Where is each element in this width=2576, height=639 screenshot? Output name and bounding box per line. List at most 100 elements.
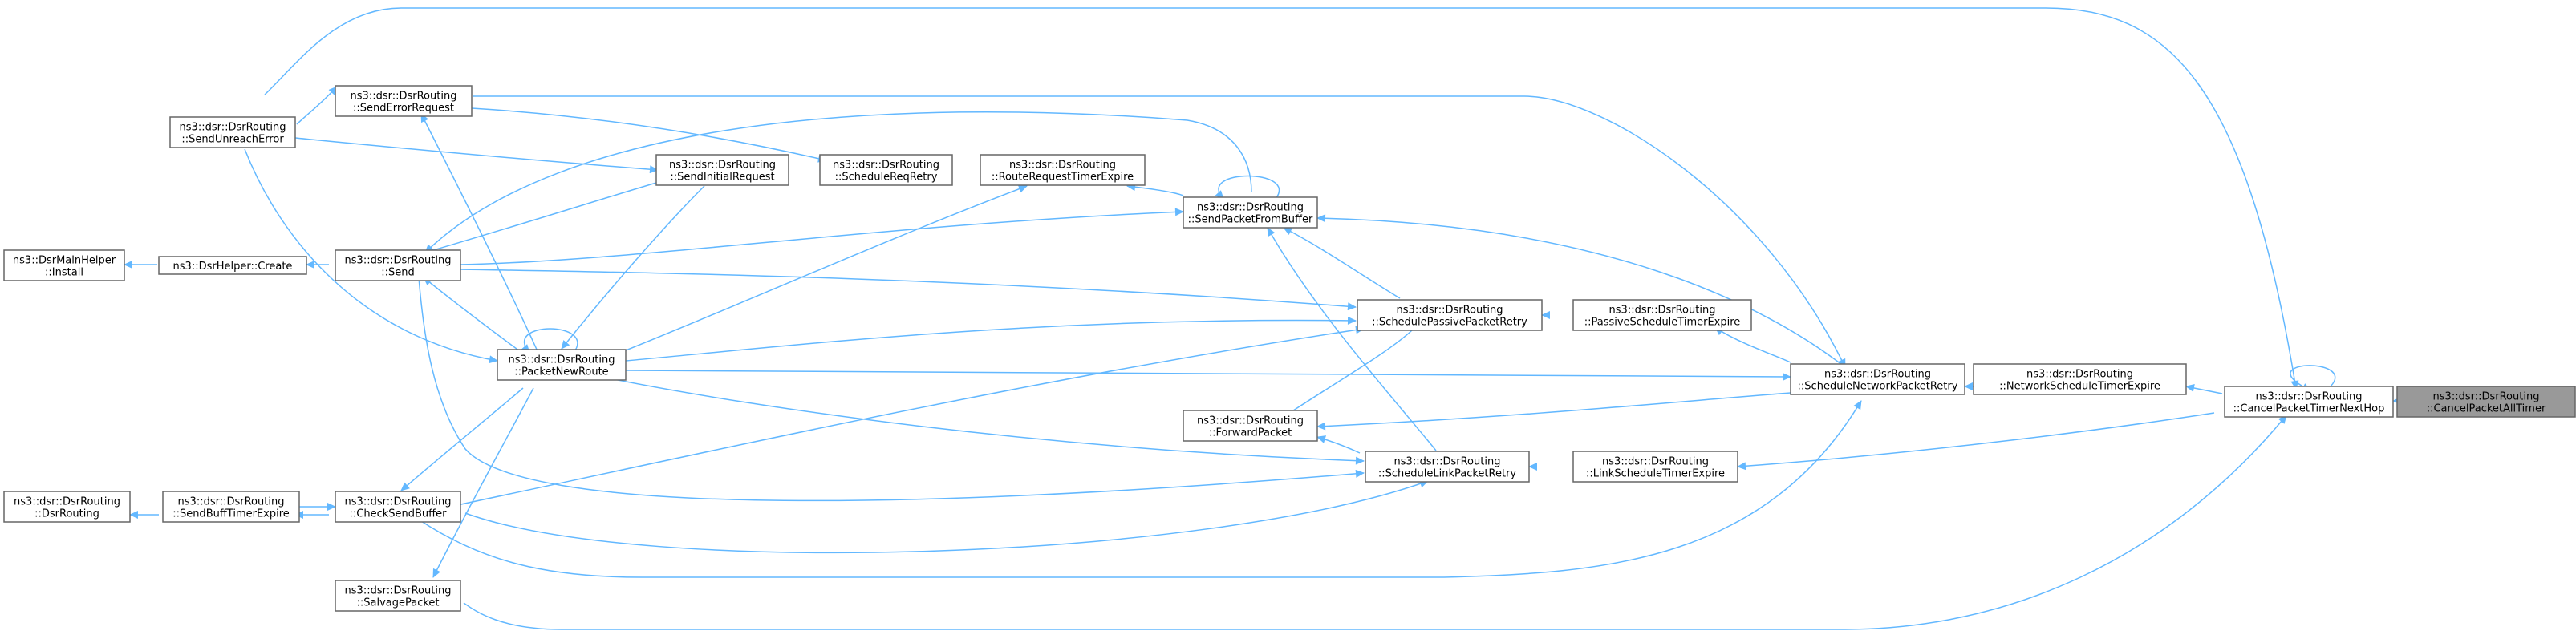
node-dsr-helper-create[interactable]: ns3::DsrHelper::Create (158, 256, 307, 275)
node-label-line: ns3::dsr::DsrRouting (2433, 391, 2540, 403)
node-box (1357, 299, 1543, 331)
node-box (162, 491, 300, 523)
node-dsr-routing-ctor[interactable]: ns3::dsr::DsrRouting::DsrRouting (3, 491, 131, 523)
node-box (1572, 451, 1738, 483)
node-label-line: ns3::dsr::DsrRouting (509, 354, 615, 366)
node-send-buff-timer-expire[interactable]: ns3::dsr::DsrRouting::SendBuffTimerExpir… (162, 491, 300, 523)
node-network-schedule-timer-expire[interactable]: ns3::dsr::DsrRouting::NetworkScheduleTim… (1973, 363, 2187, 395)
node-label-line: ::SendUnreachError (181, 134, 284, 146)
edge-forwardpacket-to-schedulenetwork (1316, 392, 1791, 431)
node-schedule-network-packet-retry[interactable]: ns3::dsr::DsrRouting::ScheduleNetworkPac… (1790, 363, 1965, 395)
node-label-line: ::PassiveScheduleTimerExpire (1584, 317, 1741, 329)
node-label-line: ::CancelPacketTimerNextHop (2233, 403, 2385, 415)
node-passive-schedule-timer-expire[interactable]: ns3::dsr::DsrRouting::PassiveScheduleTim… (1572, 299, 1752, 331)
edge-sendpacketfrombuffer-to-schedulepassive (1283, 227, 1401, 299)
edge-networkschedule-to-canceltimernexthop (2185, 384, 2223, 394)
edge-schedulepassive-to-checksendbuffer (456, 326, 1365, 506)
edge-checksendbuffer-to-packetnewroute (400, 387, 524, 491)
node-label-line: ns3::DsrMainHelper (13, 255, 116, 267)
node-label-line: ::RouteRequestTimerExpire (992, 172, 1134, 184)
edge-schedulenetwork-to-packetnewroute (625, 370, 1791, 381)
node-label-line: ::NetworkScheduleTimerExpire (1999, 381, 2160, 393)
edge-send-to-sendpacketfrombuffer (424, 111, 1252, 253)
node-send[interactable]: ns3::dsr::DsrRouting::Send (335, 249, 461, 281)
edge-scheduleReq-to-senderrorrequest (471, 107, 827, 163)
node-box (2396, 386, 2576, 418)
edge-sendinitialrequest-to-sendunreacherror (294, 137, 659, 174)
node-label-line: ns3::dsr::DsrRouting (345, 496, 452, 508)
edge-schedulelink-to-packetnewroute (609, 378, 1365, 465)
node-label-line: ::SchedulePassivePacketRetry (1372, 317, 1527, 329)
node-label-line: ns3::dsr::DsrRouting (180, 122, 286, 134)
edge-linkschedule-to-canceltimernexthop (1737, 412, 2215, 471)
node-send-unreach-error[interactable]: ns3::dsr::DsrRouting::SendUnreachError (169, 116, 296, 148)
node-link-schedule-timer-expire[interactable]: ns3::dsr::DsrRouting::LinkScheduleTimerE… (1572, 451, 1738, 483)
node-box (169, 116, 296, 148)
edge-packetnewroute-to-sendinitialrequest (561, 185, 705, 350)
node-cancel-packet-all-timer: ns3::dsr::DsrRouting::CancelPacketAllTim… (2396, 386, 2576, 418)
node-send-error-request[interactable]: ns3::dsr::DsrRouting::SendErrorRequest (335, 85, 473, 117)
node-label-line: ns3::DsrHelper::Create (173, 261, 293, 273)
node-send-packet-from-buffer[interactable]: ns3::dsr::DsrRouting::SendPacketFromBuff… (1183, 196, 1318, 229)
node-label-line: ns3::dsr::DsrRouting (345, 255, 452, 267)
node-label-line: ::SendInitialRequest (670, 172, 774, 184)
node-label-line: ::CancelPacketAllTimer (2427, 403, 2546, 415)
node-check-send-buffer[interactable]: ns3::dsr::DsrRouting::CheckSendBuffer (335, 491, 461, 523)
edge-senderrorrequest-to-packetnewroute (420, 113, 538, 352)
node-label-line: ::Send (381, 267, 415, 279)
node-label-line: ns3::dsr::DsrRouting (1824, 369, 1931, 381)
node-box (1183, 410, 1318, 442)
edge-canceltimer-to-salvagepacket (463, 415, 2287, 630)
node-schedule-link-packet-retry[interactable]: ns3::dsr::DsrRouting::ScheduleLinkPacket… (1365, 451, 1530, 483)
node-schedule-passive-packet-retry[interactable]: ns3::dsr::DsrRouting::SchedulePassivePac… (1357, 299, 1543, 331)
node-forward-packet[interactable]: ns3::dsr::DsrRouting::ForwardPacket (1183, 410, 1318, 442)
node-packet-new-route[interactable]: ns3::dsr::DsrRouting::PacketNewRoute (497, 349, 627, 381)
node-send-initial-request[interactable]: ns3::dsr::DsrRouting::SendInitialRequest (655, 154, 789, 186)
node-label-line: ::CheckSendBuffer (350, 508, 448, 520)
edge-schedulelink-to-send (418, 277, 1365, 502)
node-label-line: ::DsrRouting (34, 508, 99, 520)
node-label-line: ns3::dsr::DsrRouting (833, 160, 939, 172)
node-label-line: ::ForwardPacket (1209, 427, 1292, 439)
node-box (335, 580, 461, 612)
node-box (2224, 386, 2394, 418)
node-box (335, 491, 461, 523)
node-label-line: ns3::dsr::DsrRouting (1394, 456, 1501, 468)
node-box (655, 154, 789, 186)
node-label-line: ::SendErrorRequest (353, 103, 454, 115)
edge-routerequest-to-sendpacketfrombuffer (1126, 183, 1184, 196)
node-salvage-packet[interactable]: ns3::dsr::DsrRouting::SalvagePacket (335, 580, 461, 612)
node-label-line: ns3::dsr::DsrRouting (178, 496, 285, 508)
edge-packetnewroute-self (521, 328, 578, 354)
node-label-line: ns3::dsr::DsrRouting (345, 585, 452, 597)
node-dsr-main-helper-install[interactable]: ns3::DsrMainHelper::Install (3, 249, 125, 281)
node-label-line: ::ScheduleReqRetry (835, 172, 938, 184)
node-box (3, 249, 125, 281)
node-box (819, 154, 953, 186)
node-label-line: ns3::dsr::DsrRouting (1397, 305, 1503, 317)
node-box (1183, 196, 1318, 229)
edge-schedulepassive-to-packetnewroute (625, 316, 1357, 362)
node-label-line: ns3::dsr::DsrRouting (351, 91, 457, 103)
node-box (158, 256, 307, 275)
edge-passiveschedule-to-schedulenetwork (1714, 326, 1791, 363)
node-box (335, 85, 473, 117)
node-box (3, 491, 131, 523)
edge-canceltimer-to-sendunreacherror (264, 7, 2299, 390)
node-label-line: ns3::dsr::DsrRouting (14, 496, 120, 508)
node-label-line: ::LinkScheduleTimerExpire (1586, 468, 1725, 480)
node-label-line: ns3::dsr::DsrRouting (1009, 160, 1116, 172)
node-label-line: ns3::dsr::DsrRouting (1197, 415, 1304, 427)
node-cancel-packet-timer-next-hop[interactable]: ns3::dsr::DsrRouting::CancelPacketTimerN… (2224, 386, 2394, 418)
node-label-line: ::PacketNewRoute (514, 366, 608, 378)
edge-routerequest-to-packetnewroute (609, 184, 1028, 358)
node-schedule-req-retry[interactable]: ns3::dsr::DsrRouting::ScheduleReqRetry (819, 154, 953, 186)
node-route-request-timer-expire[interactable]: ns3::dsr::DsrRouting::RouteRequestTimerE… (980, 154, 1146, 186)
node-box (1365, 451, 1530, 483)
node-box (1572, 299, 1752, 331)
edge-salvagepacket-to-packetnewroute (432, 387, 534, 578)
edge-forwardpacket-to-schedulepassive (1283, 330, 1413, 418)
edge-sendpacketfrombuffer-to-send (460, 208, 1184, 265)
nodes: ns3::dsr::DsrRouting::CancelPacketAllTim… (3, 85, 2576, 612)
